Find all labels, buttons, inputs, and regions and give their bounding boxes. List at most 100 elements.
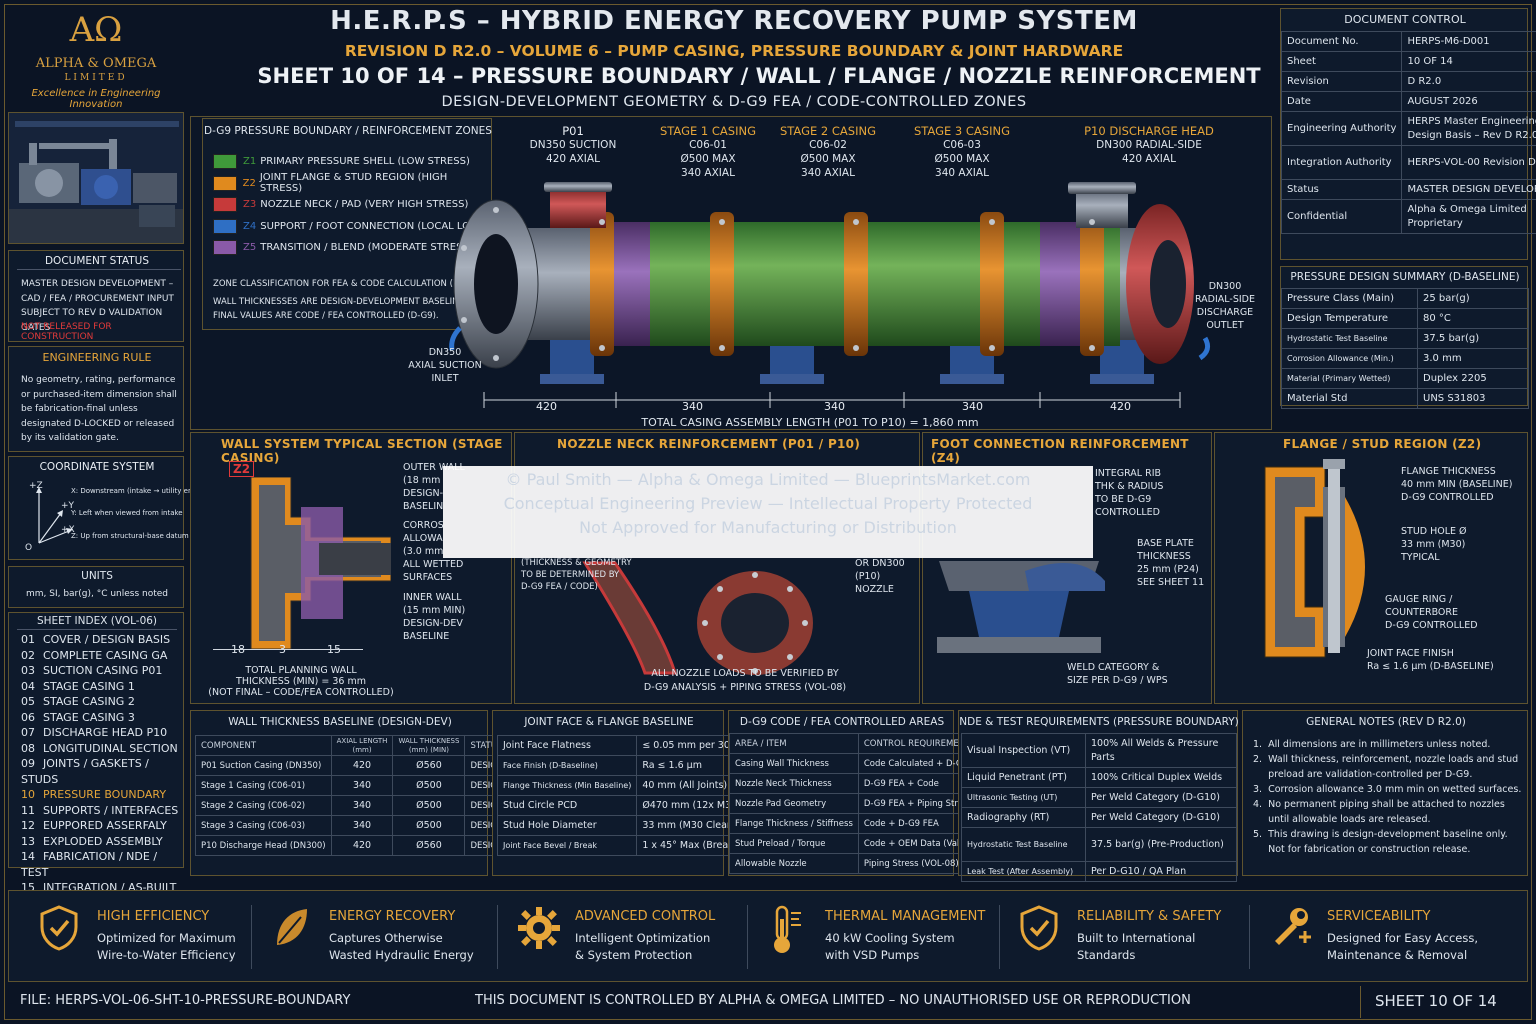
note-line: 3. Corrosion allowance 3.0 mm min on wet… bbox=[1253, 784, 1522, 795]
inner-line: (15 mm MIN) bbox=[403, 605, 466, 616]
brand-panel: AΩ ALPHA & OMEGA LIMITED Excellence in E… bbox=[8, 8, 184, 110]
revision-title: REVISION D R2.0 – VOLUME 6 – PUMP CASING… bbox=[344, 42, 1124, 60]
page-title: H.E.R.P.S – HYBRID ENERGY RECOVERY PUMP … bbox=[330, 6, 1138, 36]
feature-line-2: Maintenance & Removal bbox=[1327, 948, 1468, 962]
weld-callout: WELD CATEGORY &SIZE PER D-G9 / WPS bbox=[1067, 661, 1168, 687]
table-key: Stage 3 Casing (C06-03) bbox=[195, 815, 332, 836]
rib-line: THK & RADIUS bbox=[1095, 481, 1164, 492]
table-key: Casing Wall Thickness bbox=[729, 753, 859, 774]
axis-x-label: +X bbox=[61, 525, 75, 535]
foot-drawing bbox=[937, 561, 1105, 653]
sheet-subtitle: DESIGN-DEVELOPMENT GEOMETRY & D-G9 FEA /… bbox=[441, 94, 1027, 110]
note-line: Not for fabrication or construction rele… bbox=[1253, 844, 1471, 855]
table-row: Liquid Penetrant (PT)100% Critical Duple… bbox=[961, 767, 1237, 788]
table-value: Duplex 2205 bbox=[1417, 368, 1529, 389]
sheet-index-number: 02 bbox=[21, 648, 35, 662]
foot-panel: FOOT CONNECTION REINFORCEMENT (Z4) INTEG… bbox=[922, 432, 1212, 704]
nozzle-left-line: (THICKNESS & GEOMETRY bbox=[521, 558, 632, 568]
flange-thk-line: 40 mm MIN (BASELINE) bbox=[1401, 479, 1513, 490]
feature-title: THERMAL MANAGEMENT bbox=[825, 909, 986, 924]
stud-hole-callout: STUD HOLE Ø 33 mm (M30) TYPICAL bbox=[1401, 525, 1467, 564]
table-key: Leak Test (After Assembly) bbox=[961, 861, 1086, 882]
document-status-panel: DOCUMENT STATUS MASTER DESIGN DEVELOPMEN… bbox=[8, 250, 184, 342]
document-control-title: DOCUMENT CONTROL bbox=[1344, 13, 1466, 26]
section-detail: DN300 RADIAL-SIDE bbox=[1096, 139, 1202, 151]
copyright-watermark: © Paul Smith — Alpha & Omega Limited — B… bbox=[443, 466, 1093, 558]
header-line: (mm) bbox=[352, 745, 372, 754]
zone-label: TRANSITION / BLEND (MODERATE STRESS) bbox=[260, 242, 473, 254]
wall-section-drawing bbox=[250, 477, 391, 649]
flange-thk-line: D-G9 CONTROLLED bbox=[1401, 492, 1494, 503]
flange-drawing bbox=[1264, 459, 1365, 658]
note-line: 1. All dimensions are in millimeters unl… bbox=[1253, 739, 1491, 750]
pressure-summary-panel: PRESSURE DESIGN SUMMARY (D-BASELINE) Pre… bbox=[1280, 266, 1529, 409]
table-key: Date bbox=[1280, 91, 1403, 112]
table-key: P10 Discharge Head (DN300) bbox=[195, 835, 332, 856]
table-key: Visual Inspection (VT) bbox=[961, 733, 1086, 768]
zone-label: NOZZLE NECK / PAD (VERY HIGH STRESS) bbox=[260, 199, 469, 211]
flange-gauge-line: GAUGE RING / COUNTERBORE bbox=[1385, 594, 1459, 618]
sheet-index-label: EXPLODED ASSEMBLY bbox=[43, 834, 163, 848]
shield-check-icon bbox=[1019, 905, 1067, 957]
table-key: Stage 2 Casing (C06-02) bbox=[195, 795, 332, 816]
feature-divider bbox=[999, 905, 1000, 969]
zone-swatch bbox=[213, 218, 237, 234]
nde-test-table: Visual Inspection (VT)100% All Welds & P… bbox=[961, 733, 1237, 882]
section-detail: C06-01 bbox=[689, 139, 727, 151]
table-key: Status bbox=[1280, 179, 1403, 200]
flange-face-line: JOINT FACE FINISH bbox=[1367, 648, 1454, 659]
wrench-icon bbox=[1269, 905, 1317, 957]
flange-stud-line: STUD HOLE Ø bbox=[1401, 526, 1467, 537]
header-line: (mm) (MIN) bbox=[408, 745, 450, 754]
sheet-index-label: PRESSURE BOUNDARY bbox=[43, 788, 167, 801]
engineering-rule-panel: ENGINEERING RULE No geometry, rating, pe… bbox=[8, 346, 184, 452]
header-line: WALL THICKNESS bbox=[398, 736, 460, 745]
sheet-index-number: 14 bbox=[21, 850, 35, 863]
rib-line: CONTROLLED bbox=[1095, 507, 1161, 518]
table-value: 420 bbox=[330, 835, 394, 856]
weld-line: SIZE PER D-G9 / WPS bbox=[1067, 675, 1168, 686]
note-line: 2. Wall thickness, reinforcement, nozzle… bbox=[1253, 754, 1519, 765]
table-row: Stage 3 Casing (C06-03)340Ø500DESIGN-DEV bbox=[195, 815, 530, 836]
table-key: Joint Face Bevel / Break bbox=[496, 835, 638, 856]
sheet-index-number: 11 bbox=[21, 803, 35, 817]
table-key: Hydrostatic Test Baseline bbox=[1281, 328, 1418, 349]
table-value: Per Weld Category (D-G10) bbox=[1085, 807, 1237, 828]
flange-stud-line: 33 mm (M30) bbox=[1401, 539, 1466, 550]
table-value: 37.5 bar(g) bbox=[1417, 328, 1529, 349]
feature-title: SERVICEABILITY bbox=[1327, 909, 1431, 924]
table-key: Stud Circle PCD bbox=[496, 795, 638, 816]
inner-line: INNER WALL bbox=[403, 592, 462, 603]
sheet-frame bbox=[4, 4, 1532, 1020]
flange-stud-line: TYPICAL bbox=[1401, 552, 1440, 563]
section-detail: 340 AXIAL bbox=[801, 167, 855, 179]
table-value: 25 bar(g) bbox=[1417, 288, 1529, 309]
table-key: Corrosion Allowance (Min.) bbox=[1281, 348, 1418, 369]
watermark-line-3: Not Approved for Manufacturing or Distri… bbox=[579, 518, 957, 537]
sheet-index-number: 05 bbox=[21, 695, 35, 708]
section-name: P10 DISCHARGE HEAD bbox=[1084, 124, 1214, 138]
brand-sub: LIMITED bbox=[64, 73, 128, 83]
feature-line-1: Built to International bbox=[1077, 931, 1196, 945]
zone-label: SUPPORT / FOOT CONNECTION (LOCAL LOAD) bbox=[260, 220, 489, 232]
footer-control: THIS DOCUMENT IS CONTROLLED BY ALPHA & O… bbox=[475, 993, 1191, 1008]
section-name: STAGE 3 CASING bbox=[913, 124, 1010, 138]
sheet-index-label: STAGE CASING 3 bbox=[43, 710, 135, 724]
corros-line: ALLOWA bbox=[403, 533, 443, 544]
outlet-line: DN300 bbox=[1208, 281, 1242, 292]
